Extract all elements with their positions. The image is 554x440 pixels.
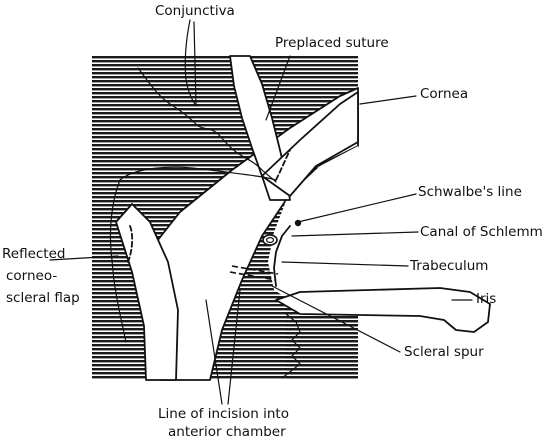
label-cornea: Cornea bbox=[420, 86, 468, 102]
label-preplaced-suture: Preplaced suture bbox=[275, 35, 389, 51]
iris-shape bbox=[275, 287, 491, 333]
conjunctiva-thread bbox=[184, 19, 197, 107]
incision-line-dashed bbox=[231, 265, 279, 275]
label-conjunctiva: Conjunctiva bbox=[155, 3, 235, 19]
label-schwalbes-line: Schwalbe's line bbox=[418, 184, 522, 200]
label-incision-2: anterior chamber bbox=[168, 424, 286, 440]
label-trabeculum: Trabeculum bbox=[409, 258, 488, 274]
label-scleral-spur: Scleral spur bbox=[404, 344, 484, 360]
ciliary-processes bbox=[281, 313, 301, 379]
schwalbes-line-dot bbox=[294, 219, 302, 227]
reflected-flap-shape bbox=[115, 203, 179, 381]
label-iris: Iris bbox=[476, 291, 496, 307]
leader-lines bbox=[49, 21, 473, 405]
trabecular-meshwork bbox=[273, 225, 291, 287]
anterior-chamber bbox=[268, 146, 358, 300]
label-reflected-flap-2: corneo- bbox=[6, 268, 57, 284]
preplaced-suture bbox=[137, 67, 277, 183]
label-reflected-flap-1: Reflected bbox=[2, 246, 65, 262]
label-reflected-flap-3: scleral flap bbox=[6, 290, 80, 306]
cornea-upper-band bbox=[261, 91, 359, 197]
label-incision-1: Line of incision into bbox=[158, 406, 289, 422]
label-canal-of-schlemm: Canal of Schlemm bbox=[420, 224, 543, 240]
canal-of-schlemm-shape bbox=[262, 234, 278, 246]
